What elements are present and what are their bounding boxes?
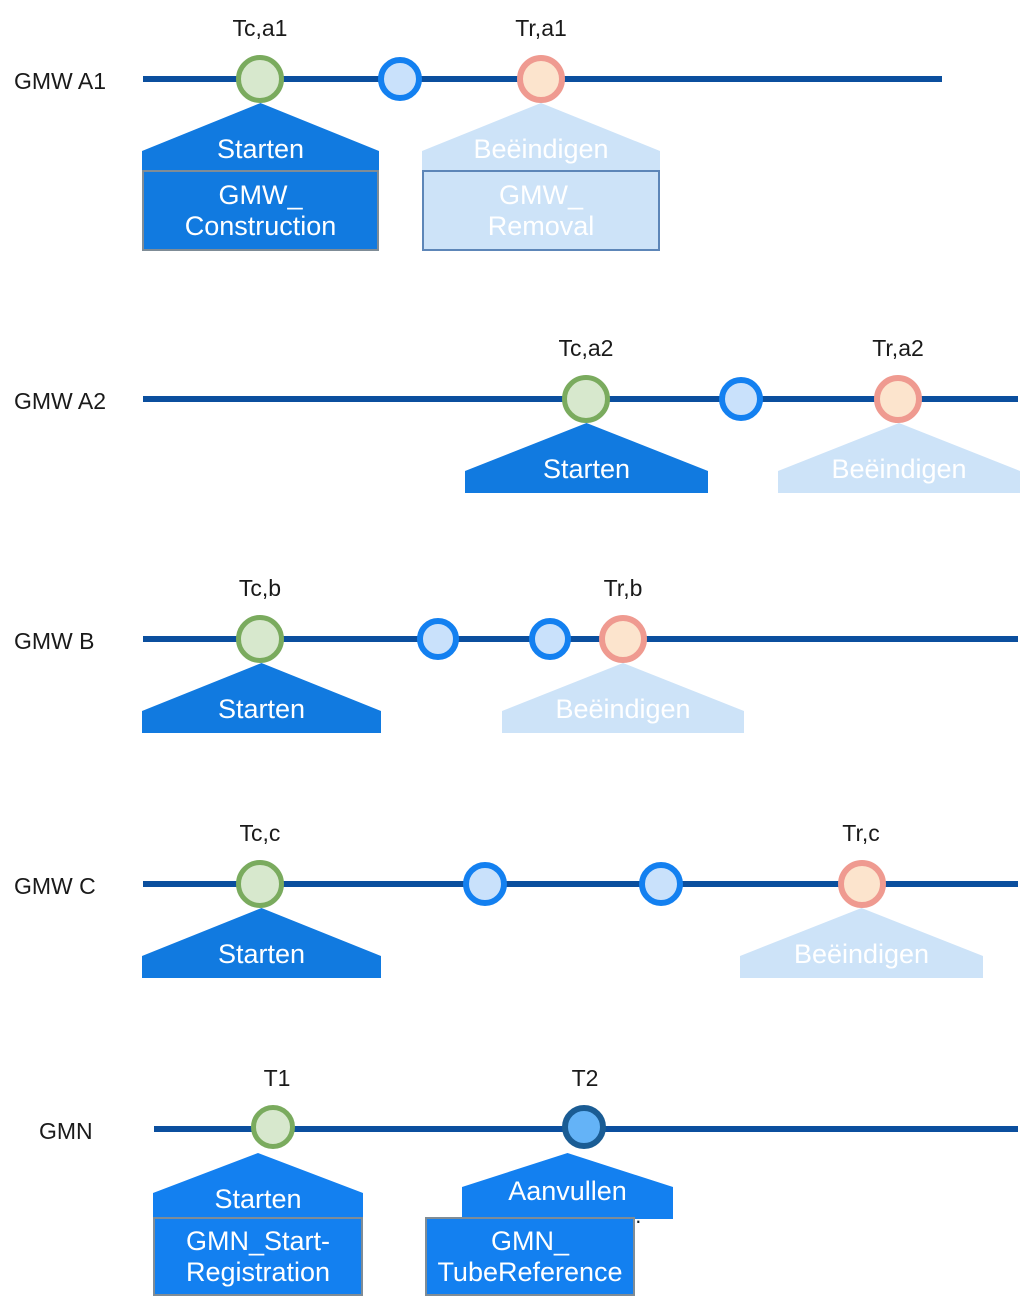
timeline-axis-gmw-c (143, 881, 1018, 887)
document-box-gmn-tubereference: GMN_ TubeReference (425, 1217, 635, 1296)
roof-svg (502, 663, 744, 733)
node-intermediate-c-blue-1[interactable] (463, 862, 507, 906)
document-line-1: GMN_Start- (185, 1226, 331, 1257)
document-box-gmn-start-registration: GMN_Start- Registration (153, 1217, 363, 1296)
node-t1-green[interactable] (251, 1105, 295, 1149)
document-box-gmw-construction: GMW_ Construction (142, 170, 379, 251)
roof-svg (153, 1153, 363, 1219)
row-label-gmn: GMN (39, 1118, 93, 1144)
event-label-starten-b: Starten (217, 694, 306, 724)
roof-svg (422, 103, 660, 173)
event-shape-beeindigen-b: Beëindigen (502, 663, 744, 733)
roof-polygon (142, 908, 381, 978)
node-intermediate-c-blue-2[interactable] (639, 862, 683, 906)
event-shape-aanvullen-gmn: Aanvullen ... (462, 1153, 673, 1227)
node-tc-b-green[interactable] (236, 615, 284, 663)
roof-polygon (462, 1153, 673, 1219)
roof-svg (778, 423, 1020, 493)
roof-polygon (422, 103, 660, 173)
node-tr-b-red[interactable] (599, 615, 647, 663)
node-intermediate-a1-blue[interactable] (378, 57, 422, 101)
timeline-row-gmn: GMN T1 T2 Starten GMN_Start- Registratio… (0, 1045, 1024, 1296)
tick-label-tr-c: Tr,c (842, 820, 880, 846)
node-tr-a1-red[interactable] (517, 55, 565, 103)
event-label-beeindigen-b: Beëindigen (555, 694, 691, 724)
event-label-beeindigen-a1: Beëindigen (473, 134, 609, 164)
document-line-2: Registration (185, 1256, 331, 1287)
document-line-1: GMN_ (490, 1226, 569, 1257)
tick-label-tc-a1: Tc,a1 (232, 15, 288, 41)
event-shape-starten-b: Starten (142, 663, 381, 733)
event-shape-beeindigen-a1: Beëindigen (422, 103, 660, 173)
event-shape-beeindigen-a2: Beëindigen (778, 423, 1020, 493)
tick-label-tc-b: Tc,b (238, 575, 282, 601)
roof-svg (462, 1153, 673, 1219)
timeline-row-gmw-a2: GMW A2 Tc,a2 Tr,a2 Starten Beëindigen (0, 320, 1024, 520)
tick-label-t1: T1 (263, 1065, 291, 1091)
document-line-2: TubeReference (437, 1256, 623, 1287)
tick-label-tc-a2: Tc,a2 (558, 335, 614, 361)
document-label-gmn-tubereference: GMN_ TubeReference (427, 1226, 633, 1286)
tick-label-tc-c: Tc,c (239, 820, 281, 846)
roof-polygon (778, 423, 1020, 493)
document-line-1: GMW_ (499, 180, 583, 211)
roof-polygon (142, 103, 379, 173)
event-shape-starten-a2: Starten (465, 423, 708, 493)
timeline-row-gmw-a1: GMW A1 Tc,a1 Tr,a1 Starten GMW_ Construc… (0, 0, 1024, 270)
event-label-starten-a1: Starten (216, 134, 305, 164)
roof-svg (465, 423, 708, 493)
node-tc-a2-green[interactable] (562, 375, 610, 423)
node-tc-a1-green[interactable] (236, 55, 284, 103)
document-line-2: Removal (487, 210, 595, 241)
event-label-starten-a2: Starten (542, 454, 631, 484)
timeline-row-gmw-b: GMW B Tc,b Tr,b Starten Beëindigen (0, 560, 1024, 770)
roof-polygon (153, 1153, 363, 1219)
node-intermediate-b-blue-2[interactable] (529, 618, 571, 660)
event-label-starten-c: Starten (217, 939, 306, 969)
roof-svg (142, 663, 381, 733)
row-label-gmw-a1: GMW A1 (14, 68, 107, 94)
event-shape-starten-gmn: Starten (153, 1153, 363, 1219)
row-label-gmw-b: GMW B (14, 628, 95, 654)
roof-svg (142, 908, 381, 978)
event-label-beeindigen-c: Beëindigen (793, 939, 930, 969)
node-t2-navy[interactable] (562, 1105, 606, 1149)
roof-svg (142, 103, 379, 173)
event-label-aanvullen-gmn: Aanvullen (508, 1176, 627, 1206)
node-tc-c-green[interactable] (236, 860, 284, 908)
tick-label-t2: T2 (571, 1065, 599, 1091)
node-tr-a2-red[interactable] (874, 375, 922, 423)
roof-svg (740, 908, 983, 978)
row-label-gmw-c: GMW C (14, 873, 96, 899)
roof-polygon (740, 908, 983, 978)
node-intermediate-a2-blue[interactable] (719, 377, 763, 421)
event-shape-beeindigen-c: Beëindigen (740, 908, 983, 978)
tick-label-tr-a1: Tr,a1 (515, 15, 567, 41)
tick-label-tr-a2: Tr,a2 (872, 335, 924, 361)
event-label-starten-gmn: Starten (214, 1184, 302, 1214)
node-tr-c-red[interactable] (838, 860, 886, 908)
event-shape-starten-c: Starten (142, 908, 381, 978)
event-shape-starten-a1: Starten (142, 103, 379, 173)
timeline-row-gmw-c: GMW C Tc,c Tr,c Starten Beëindigen (0, 805, 1024, 1015)
roof-polygon (465, 423, 708, 493)
row-label-gmw-a2: GMW A2 (14, 388, 107, 414)
event-label-beeindigen-a2: Beëindigen (831, 454, 967, 484)
document-label-gmw-construction: GMW_ Construction (144, 180, 377, 240)
document-box-gmw-removal: GMW_ Removal (422, 170, 660, 251)
roof-polygon (142, 663, 381, 733)
document-line-2: Construction (184, 210, 337, 241)
document-label-gmw-removal: GMW_ Removal (424, 180, 658, 240)
document-line-1: GMW_ (218, 180, 303, 211)
document-label-gmn-start-registration: GMN_Start- Registration (155, 1226, 361, 1286)
tick-label-tr-b: Tr,b (603, 575, 643, 601)
timeline-axis-gmw-b (143, 636, 1018, 642)
node-intermediate-b-blue-1[interactable] (417, 618, 459, 660)
roof-polygon (502, 663, 744, 733)
